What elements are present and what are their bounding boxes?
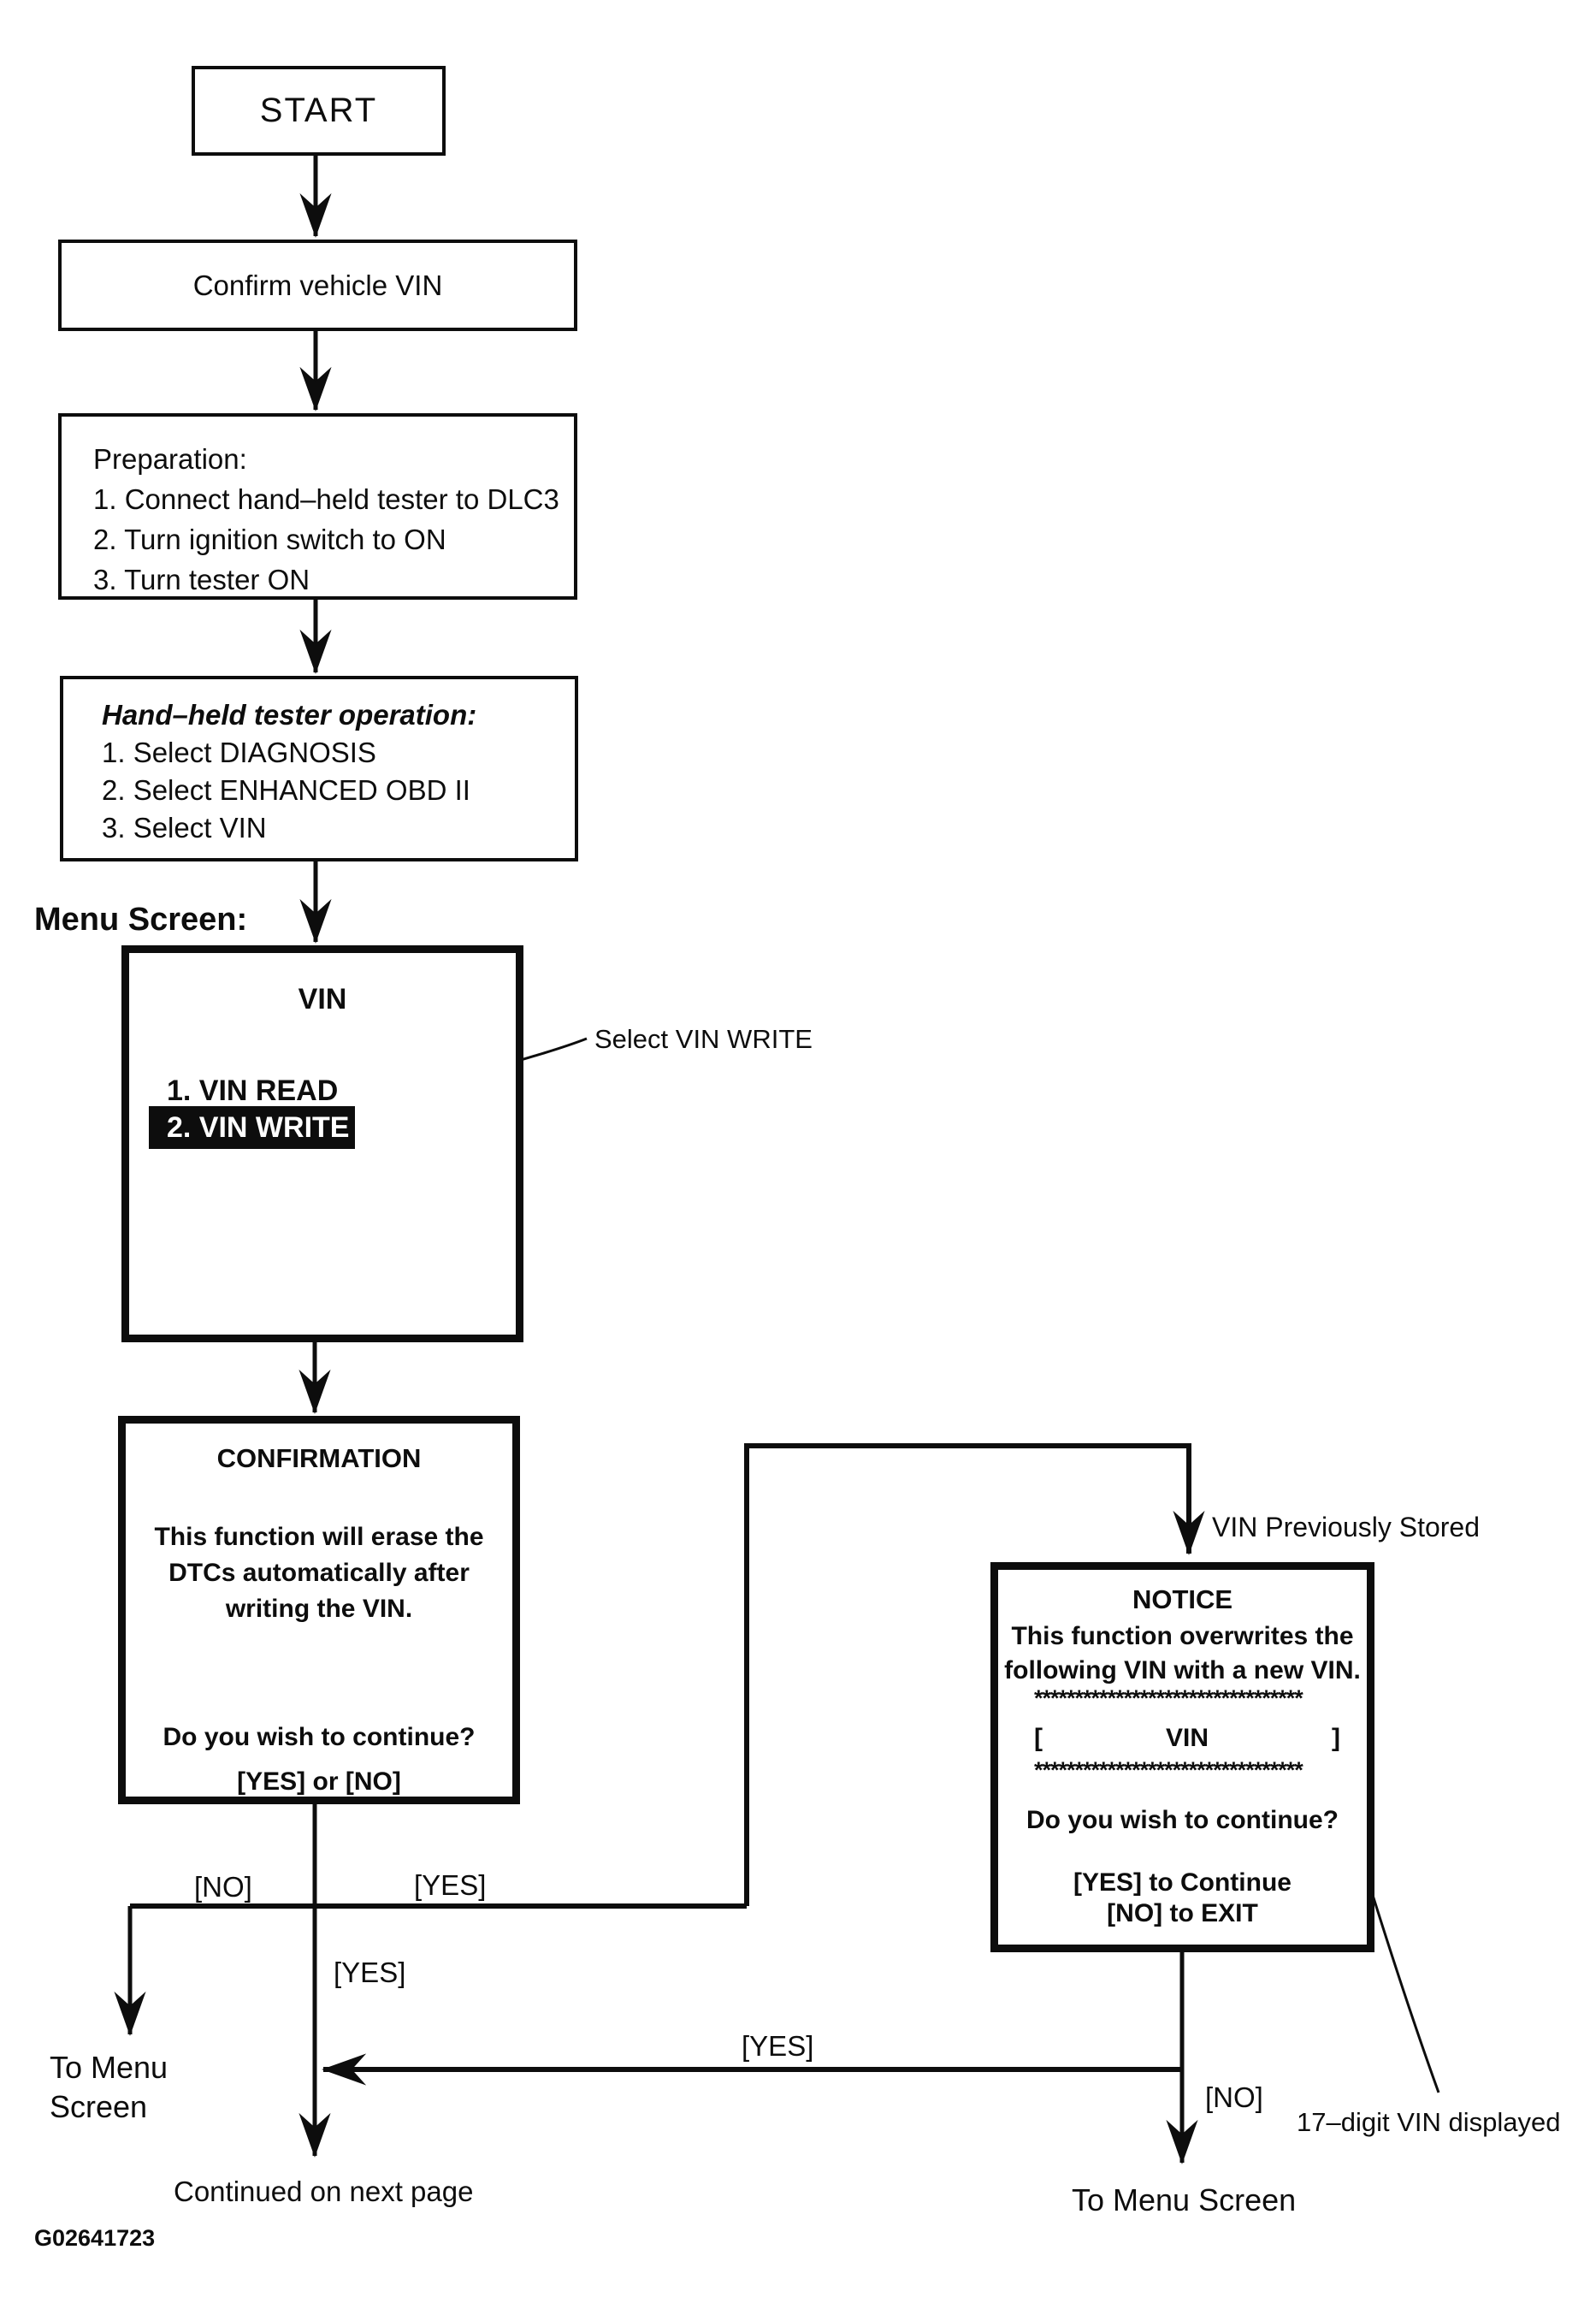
preparation-step: 1. Connect hand–held tester to DLC3	[93, 483, 559, 515]
preparation-step: 2. Turn ignition switch to ON	[93, 524, 446, 555]
vin-previously-stored: VIN Previously Stored	[1212, 1512, 1481, 1542]
tester-operation-step: 3. Select VIN	[102, 812, 267, 844]
notice-question: Do you wish to continue?	[1026, 1806, 1339, 1834]
figure-id: G02641723	[34, 2225, 156, 2251]
select-vin-write-annotation: Select VIN WRITE	[594, 1024, 813, 1054]
vin-menu-item-write-highlighted: 2. VIN WRITE	[149, 1106, 355, 1149]
to-menu-screen-right: To Menu Screen	[1072, 2182, 1297, 2217]
notice-stars-row: *********************************	[1034, 1685, 1303, 1711]
notice-title: NOTICE	[1132, 1584, 1233, 1614]
start-node: START	[192, 66, 446, 156]
vin-menu-title: VIN	[298, 983, 347, 1015]
confirmation-question: Do you wish to continue?	[163, 1723, 476, 1751]
tester-operation-node: Hand–held tester operation: 1. Select DI…	[60, 676, 578, 861]
to-menu-screen-left-line2: Screen	[50, 2089, 148, 2124]
vin-menu-screen: VIN 1. VIN READ 2. VIN WRITE	[121, 945, 523, 1342]
confirmation-line: DTCs automatically after	[168, 1559, 470, 1587]
yes-branch-label-mid: [YES]	[334, 1957, 406, 1988]
confirmation-options: [YES] or [NO]	[237, 1767, 401, 1796]
confirmation-title: CONFIRMATION	[216, 1443, 422, 1473]
notice-bracket-close: ]	[1331, 1724, 1340, 1752]
preparation-title: Preparation:	[93, 443, 247, 475]
tester-operation-step: 2. Select ENHANCED OBD II	[102, 774, 470, 806]
confirm-vin-label: Confirm vehicle VIN	[192, 269, 443, 301]
to-menu-screen-left-line1: To Menu	[50, 2050, 168, 2085]
start-label: START	[259, 92, 378, 129]
vin-menu-item-read: 1. VIN READ	[167, 1075, 339, 1107]
to-menu-screen-left: To Menu Screen	[50, 2048, 272, 2127]
menu-screen-label: Menu Screen:	[34, 902, 248, 938]
yes-return-label: [YES]	[742, 2030, 814, 2062]
confirmation-screen: CONFIRMATION This function will erase th…	[118, 1416, 520, 1804]
notice-vin-value: VIN	[1165, 1724, 1209, 1752]
tester-operation-step: 1. Select DIAGNOSIS	[102, 737, 376, 768]
notice-screen: NOTICE This function overwrites the foll…	[990, 1562, 1374, 1952]
digit17-vin-annotation: 17–digit VIN displayed	[1297, 2107, 1561, 2137]
notice-line: following VIN with a new VIN.	[1004, 1656, 1361, 1684]
notice-bracket-open: [	[1034, 1724, 1043, 1752]
confirm-vin-node: Confirm vehicle VIN	[58, 240, 577, 331]
confirmation-line: writing the VIN.	[225, 1595, 413, 1623]
confirmation-line: This function will erase the	[154, 1523, 484, 1551]
notice-line: This function overwrites the	[1011, 1622, 1354, 1650]
no-branch-label-right: [NO]	[1205, 2081, 1263, 2113]
yes-branch-label-top: [YES]	[414, 1869, 487, 1901]
continued-next-page-label: Continued on next page	[174, 2176, 474, 2207]
preparation-node: Preparation: 1. Connect hand–held tester…	[58, 413, 577, 600]
preparation-step: 3. Turn tester ON	[93, 564, 310, 595]
notice-vin-row: [ VIN ]	[1034, 1724, 1340, 1753]
notice-yes-line: [YES] to Continue	[1073, 1868, 1292, 1897]
tester-operation-title: Hand–held tester operation:	[102, 699, 477, 731]
no-branch-label-left: [NO]	[194, 1871, 252, 1903]
notice-stars-row: *********************************	[1034, 1757, 1303, 1783]
notice-no-line: [NO] to EXIT	[1107, 1899, 1258, 1927]
